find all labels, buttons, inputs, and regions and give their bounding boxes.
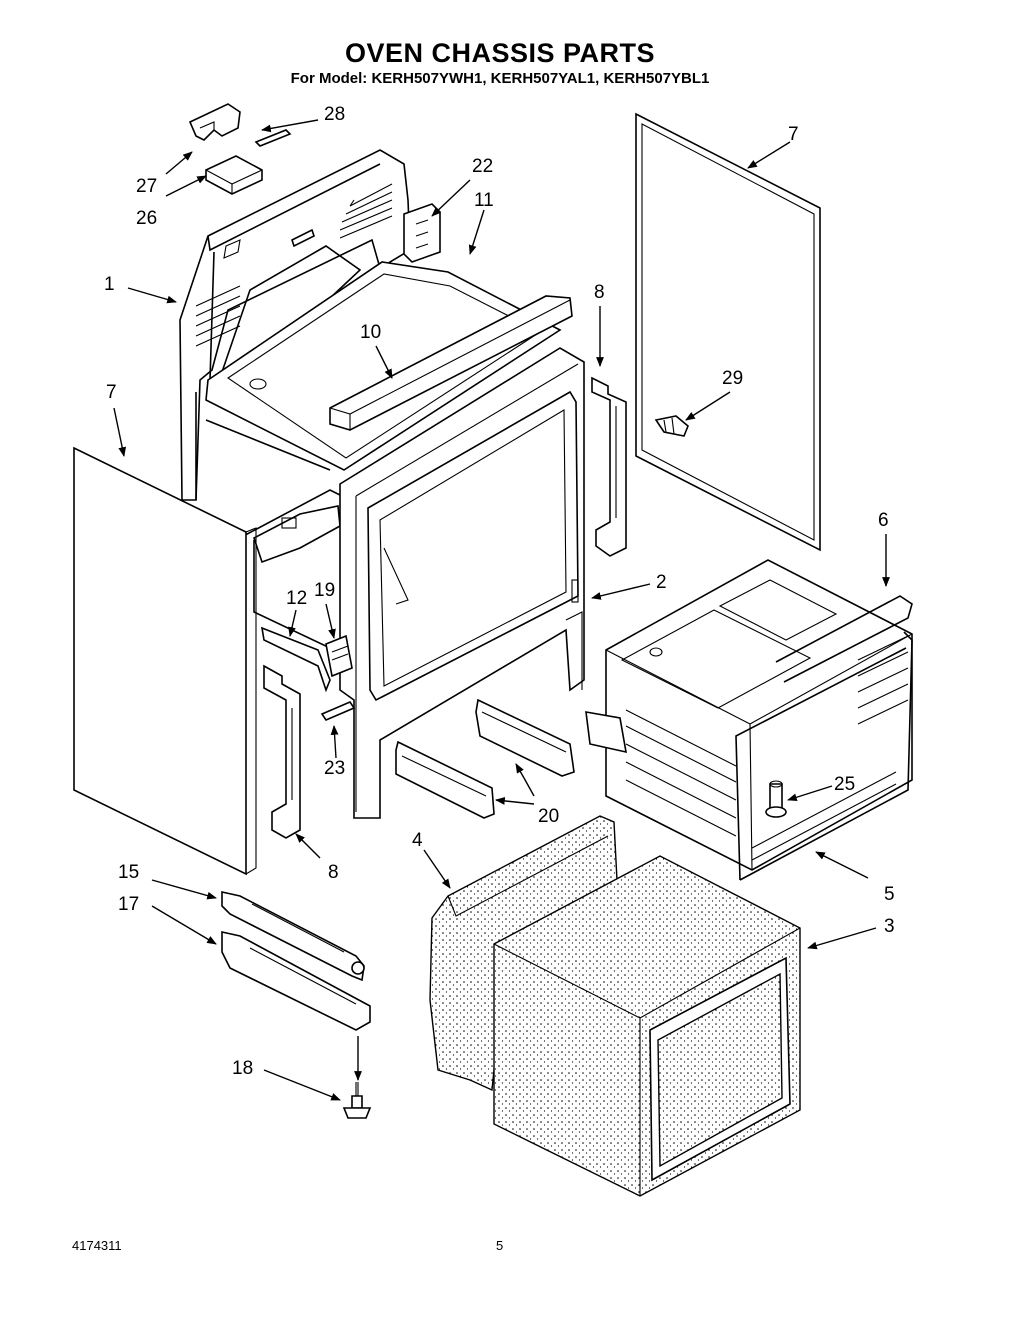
part-7-right-side-panel	[635, 112, 821, 552]
callout-28: 28	[324, 104, 345, 125]
callout-2: 2	[656, 572, 667, 593]
callout-7-left: 7	[106, 382, 117, 403]
page-number: 5	[496, 1238, 504, 1253]
callout-8-right: 8	[594, 282, 605, 303]
part-10-front-rail	[329, 295, 573, 431]
callout-8-left: 8	[328, 862, 339, 883]
callout-5: 5	[884, 884, 895, 905]
callout-19: 19	[314, 580, 335, 601]
part-28-clip	[254, 129, 292, 147]
document-number: 4174311	[72, 1238, 122, 1253]
callout-25: 25	[834, 774, 855, 795]
part-11-top-frame	[205, 261, 562, 471]
part-26-block	[205, 155, 263, 195]
part-8-right-bracket	[591, 376, 627, 557]
part-8-left-bracket	[263, 664, 301, 839]
part-19-bracket	[325, 634, 353, 678]
part-25-bake-element-bracket	[765, 780, 787, 818]
callout-22: 22	[472, 156, 493, 177]
callout-26: 26	[136, 208, 157, 229]
part-17-rail	[221, 931, 371, 1031]
part-27-bracket	[188, 103, 241, 141]
part-20-rail-back	[475, 698, 575, 777]
callout-12: 12	[286, 588, 307, 609]
part-29-terminal	[654, 415, 689, 437]
callout-29: 29	[722, 368, 743, 389]
part-15-rail	[221, 891, 365, 982]
part-22-hinge	[403, 203, 441, 263]
part-23-clip	[320, 701, 356, 721]
callout-23: 23	[324, 758, 345, 779]
callout-1: 1	[104, 274, 115, 295]
model-subtitle: For Model: KERH507YWH1, KERH507YAL1, KER…	[290, 70, 710, 87]
part-5-oven-rack	[735, 595, 913, 881]
callout-10: 10	[360, 322, 381, 343]
callout-11: 11	[474, 190, 494, 211]
callout-27: 27	[136, 176, 157, 197]
page-title: OVEN CHASSIS PARTS	[344, 38, 656, 68]
part-7-left-side-panel	[73, 446, 257, 876]
callout-6: 6	[878, 510, 889, 531]
callout-3: 3	[884, 916, 895, 937]
part-2-front-frame	[339, 347, 585, 819]
callout-18: 18	[232, 1058, 253, 1079]
callout-20: 20	[538, 806, 559, 827]
callout-labels: 28 27 26 22 11 1 10 7 7 8 29 12 19 2 6 2…	[104, 104, 895, 1079]
part-20-rail-front	[395, 740, 495, 819]
part-18-leveling-leg	[342, 1082, 372, 1119]
part-3-insulation-box	[493, 855, 801, 1197]
part-12-bracket	[260, 626, 331, 693]
leader-arrows	[113, 119, 890, 1101]
callout-7-right: 7	[788, 124, 799, 145]
callout-17: 17	[118, 894, 139, 915]
callout-4: 4	[412, 830, 423, 851]
callout-15: 15	[118, 862, 139, 883]
part-6-oven-cavity	[585, 559, 913, 871]
